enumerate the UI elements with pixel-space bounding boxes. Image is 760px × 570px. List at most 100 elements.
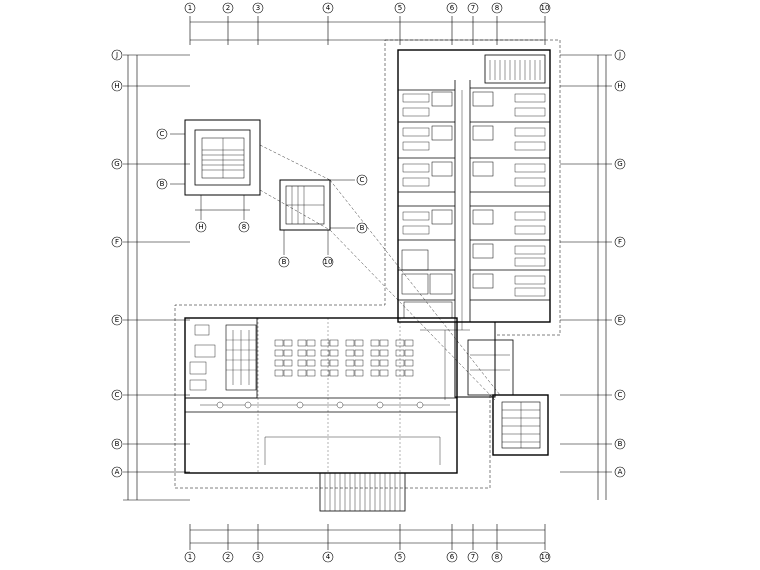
axis-bubble-bottom-5: 5 bbox=[394, 551, 406, 563]
svg-text:B: B bbox=[360, 224, 365, 232]
axis-bubble-right-H: H bbox=[614, 80, 626, 92]
svg-text:F: F bbox=[618, 238, 622, 246]
detail-small-bubble-b: B bbox=[356, 222, 368, 234]
svg-text:H: H bbox=[114, 82, 119, 90]
detail-small-bubble-b2: B bbox=[278, 256, 290, 268]
detail-leader-lines bbox=[259, 144, 501, 401]
axis-bubble-top-1: 1 bbox=[184, 2, 196, 14]
axis-bubbles-top: 1 2 3 4 5 6 7 8 10 bbox=[184, 2, 551, 14]
axis-bubble-right-B: B bbox=[614, 438, 626, 450]
detail-small-bubble-10: 10 bbox=[322, 256, 334, 268]
axis-bubble-left-F: F bbox=[111, 236, 123, 248]
svg-text:2: 2 bbox=[226, 4, 230, 12]
svg-text:8: 8 bbox=[242, 223, 246, 231]
axis-bubble-left-H: H bbox=[111, 80, 123, 92]
circuit-bubbles bbox=[216, 401, 424, 409]
axis-bubble-right-G: G bbox=[614, 158, 626, 170]
svg-text:4: 4 bbox=[326, 4, 331, 12]
axis-bubble-bottom-1: 1 bbox=[184, 551, 196, 563]
svg-text:7: 7 bbox=[471, 553, 475, 561]
axis-bubble-bottom-8: 8 bbox=[491, 551, 503, 563]
svg-text:5: 5 bbox=[398, 553, 402, 561]
top-dimension-lines bbox=[189, 16, 546, 45]
svg-text:A: A bbox=[618, 468, 623, 476]
stair-detail-small-bubbles: C B B 10 bbox=[278, 174, 368, 268]
svg-text:B: B bbox=[160, 180, 165, 188]
svg-text:J: J bbox=[115, 51, 118, 59]
svg-text:C: C bbox=[160, 130, 165, 138]
south-wing bbox=[184, 317, 458, 512]
axis-bubble-bottom-2: 2 bbox=[222, 551, 234, 563]
axis-bubble-top-3: 3 bbox=[252, 2, 264, 14]
axis-bubble-left-A: A bbox=[111, 466, 123, 478]
right-dimension-lines bbox=[560, 54, 612, 500]
axis-bubble-left-B: B bbox=[111, 438, 123, 450]
detail-bubble-b: B bbox=[156, 178, 168, 190]
svg-text:H: H bbox=[198, 223, 203, 231]
svg-text:H: H bbox=[617, 82, 622, 90]
connector-block bbox=[454, 321, 514, 398]
axis-bubble-left-E: E bbox=[111, 314, 123, 326]
svg-text:7: 7 bbox=[471, 4, 475, 12]
axis-bubble-right-A: A bbox=[614, 466, 626, 478]
svg-text:1: 1 bbox=[188, 553, 192, 561]
svg-text:5: 5 bbox=[398, 4, 402, 12]
axis-bubble-right-C: C bbox=[614, 389, 626, 401]
axis-bubble-bottom-7: 7 bbox=[467, 551, 479, 563]
axis-bubble-top-2: 2 bbox=[222, 2, 234, 14]
axis-bubble-bottom-3: 3 bbox=[252, 551, 264, 563]
stair-detail-small bbox=[279, 179, 355, 255]
svg-text:8: 8 bbox=[495, 553, 499, 561]
svg-text:10: 10 bbox=[541, 553, 550, 561]
axis-bubble-top-8: 8 bbox=[491, 2, 503, 14]
detail-small-bubble-c: C bbox=[356, 174, 368, 186]
axis-bubble-right-F: F bbox=[614, 236, 626, 248]
svg-text:F: F bbox=[115, 238, 119, 246]
svg-text:8: 8 bbox=[495, 4, 499, 12]
axis-bubble-left-C: C bbox=[111, 389, 123, 401]
detail-bubble-c: C bbox=[156, 128, 168, 140]
detail-bubble-h: H bbox=[195, 221, 207, 233]
svg-text:E: E bbox=[115, 316, 119, 324]
axis-bubble-left-J: J bbox=[111, 49, 123, 61]
svg-text:10: 10 bbox=[324, 258, 333, 266]
axis-bubble-top-10: 10 bbox=[539, 2, 551, 14]
stair-detail-large-bubbles: C B H 8 bbox=[156, 128, 250, 233]
axis-bubbles-bottom: 1 2 3 4 5 6 7 8 10 bbox=[184, 551, 551, 563]
axis-bubble-left-G: G bbox=[111, 158, 123, 170]
desk-grid bbox=[274, 339, 414, 377]
axis-bubbles-left: J H G F E C B A bbox=[111, 49, 123, 478]
svg-text:6: 6 bbox=[450, 4, 455, 12]
svg-text:G: G bbox=[617, 160, 622, 168]
svg-text:B: B bbox=[115, 440, 120, 448]
svg-text:A: A bbox=[115, 468, 120, 476]
axis-bubble-right-E: E bbox=[614, 314, 626, 326]
axis-bubble-bottom-6: 6 bbox=[446, 551, 458, 563]
detail-bubble-8: 8 bbox=[238, 221, 250, 233]
stair-detail-large bbox=[170, 119, 261, 220]
svg-text:2: 2 bbox=[226, 553, 230, 561]
axis-bubble-top-4: 4 bbox=[322, 2, 334, 14]
left-dimension-lines bbox=[123, 54, 190, 501]
svg-text:4: 4 bbox=[326, 553, 331, 561]
southeast-stair bbox=[492, 394, 549, 456]
axis-bubble-top-5: 5 bbox=[394, 2, 406, 14]
svg-text:3: 3 bbox=[256, 553, 260, 561]
svg-text:10: 10 bbox=[541, 4, 550, 12]
svg-text:6: 6 bbox=[450, 553, 455, 561]
svg-text:G: G bbox=[114, 160, 119, 168]
axis-bubble-top-6: 6 bbox=[446, 2, 458, 14]
svg-text:B: B bbox=[282, 258, 287, 266]
axis-bubble-right-J: J bbox=[614, 49, 626, 61]
east-wing bbox=[397, 49, 551, 323]
circuit-lines bbox=[200, 90, 470, 465]
axis-bubble-bottom-4: 4 bbox=[322, 551, 334, 563]
axis-bubble-top-7: 7 bbox=[467, 2, 479, 14]
svg-text:1: 1 bbox=[188, 4, 192, 12]
axis-bubbles-right: J H G F E C B A bbox=[614, 49, 626, 478]
bottom-dimension-lines bbox=[189, 524, 546, 550]
svg-text:C: C bbox=[360, 176, 365, 184]
svg-text:B: B bbox=[618, 440, 623, 448]
axis-bubble-bottom-10: 10 bbox=[539, 551, 551, 563]
